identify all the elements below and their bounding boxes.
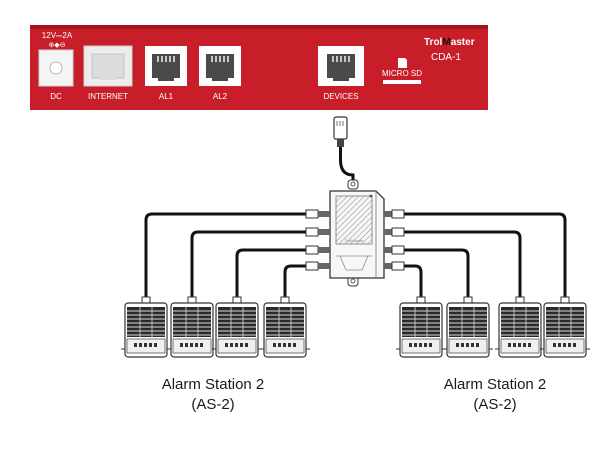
rj-plug-icon [305,245,330,255]
station-cables [144,212,567,305]
rj-plug-icon [384,209,405,219]
svg-text:TrolMaster: TrolMaster [424,37,475,48]
rj-plug-icon [384,227,405,237]
dc-port: DC [38,49,74,101]
rj-plug-icon [305,261,330,271]
alarm-station-icon [494,296,546,358]
power-spec-label: 12V⎓2A [42,31,73,40]
model-label: CDA-1 [431,52,461,63]
rj12-port-icon [206,54,234,81]
alarm-station-icon [539,296,591,358]
hub-right-ports [384,209,405,271]
alarm-station-icon [166,296,218,358]
brand-m: M [442,37,450,48]
micro-sd-slot: MICRO SD [382,58,422,84]
left-caption-line2: (AS-2) [191,396,234,413]
alarm-station-icon [395,296,447,358]
power-polarity-label: ⊕◆⊖ [48,42,65,49]
alarm-station-icon [120,296,172,358]
controller-cable [333,116,355,188]
al2-port: AL2 [199,46,241,101]
hub-left-ports [305,209,330,271]
alarm-station-icon [442,296,494,358]
internet-port-label: INTERNET [88,92,128,101]
micro-sd-label: MICRO SD [382,69,422,78]
devices-port-label: DEVICES [323,92,358,101]
svg-text:TrolMaster: TrolMaster [345,238,365,243]
rj12-port-icon [327,54,355,81]
devices-port: DEVICES [318,46,364,101]
alarm-station-icon [259,296,311,358]
left-caption-line1: Alarm Station 2 [162,376,265,393]
splitter-hub: TrolMaster [305,179,405,287]
controller-panel: 12V⎓2A ⊕◆⊖ DC INTERNET [30,25,488,110]
sd-slot-opening [383,80,421,84]
rj-plug-icon [305,209,330,219]
al1-port-label: AL1 [159,92,174,101]
right-caption-line2: (AS-2) [473,396,516,413]
sd-card-icon [398,58,407,68]
brand-logo: TrolMaster CDA-1 [424,37,475,63]
splitter-hub-icon: TrolMaster [329,179,385,287]
rj-plug-icon [384,261,405,271]
alarm-station-icon [211,296,263,358]
al1-port: AL1 [145,46,187,101]
brand-suffix: aster [451,37,475,48]
dc-port-label: DC [50,92,62,101]
right-caption-line1: Alarm Station 2 [444,376,547,393]
rj-plug-icon [384,245,405,255]
brand-prefix: Trol [424,37,443,48]
rj12-port-icon [152,54,180,81]
station-group-right [395,296,591,358]
station-group-left [120,296,311,358]
internet-port: INTERNET [83,45,133,101]
rj-plug-icon [333,116,348,140]
rj-plug-icon [305,227,330,237]
al2-port-label: AL2 [213,92,228,101]
